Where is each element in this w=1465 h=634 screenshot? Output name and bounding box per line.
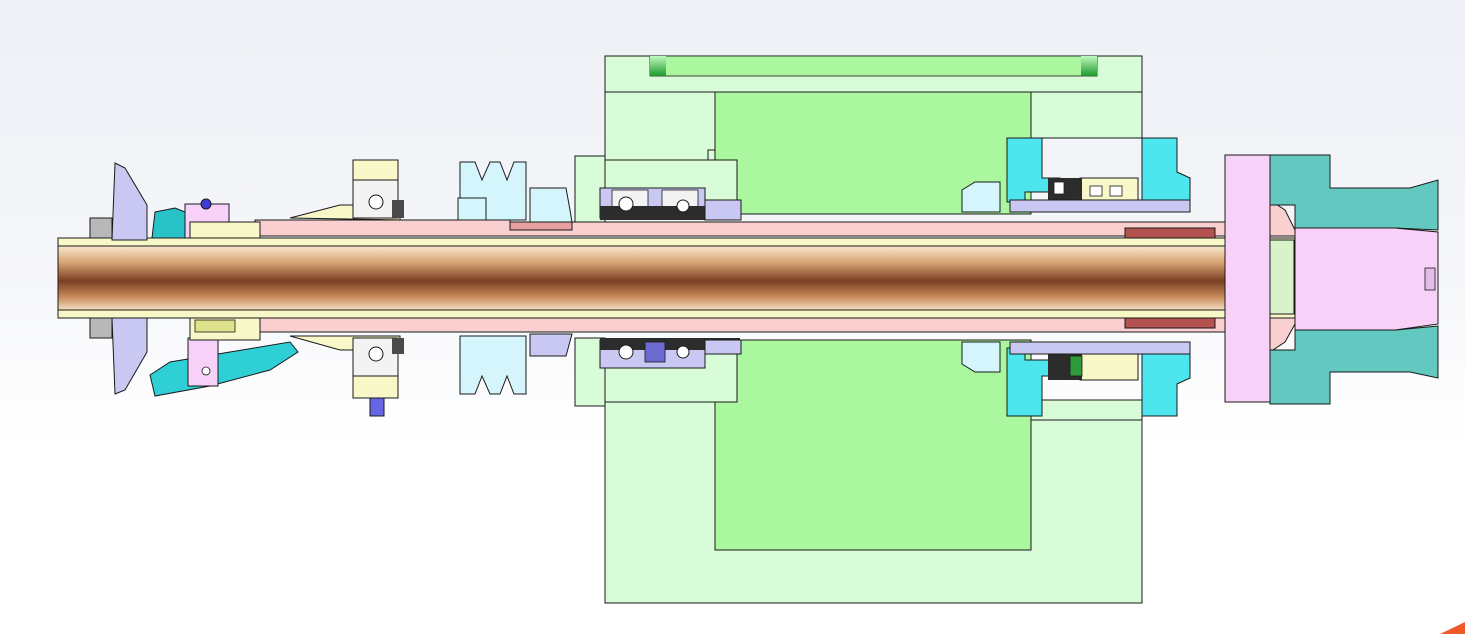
rear-bracket-pin xyxy=(200,198,212,210)
bearing-ball xyxy=(676,199,690,213)
housing-top-slot-right-shade xyxy=(1081,56,1097,76)
housing-top-slot xyxy=(649,55,1098,77)
housing-lower-core xyxy=(714,339,1032,551)
rear-sensor-bearing xyxy=(352,159,404,417)
chuck-collet-face xyxy=(1294,227,1439,331)
shaft-rear-insert-lower xyxy=(1124,317,1216,329)
chuck-body-lower xyxy=(1269,325,1439,405)
rear-nut-lower xyxy=(89,317,113,339)
rear-lever-plate xyxy=(111,162,148,241)
pulley-lower xyxy=(459,335,527,395)
rear-lever-plate-lower xyxy=(111,317,148,395)
bearing-ball xyxy=(368,194,384,210)
pulley-hub-lower xyxy=(529,333,573,357)
housing-lower xyxy=(604,339,1143,604)
rear-yellow-collar-upper xyxy=(189,221,261,239)
orange-corner-mark-icon xyxy=(1440,622,1465,634)
housing-upper xyxy=(604,55,1143,215)
sensor-probe xyxy=(369,397,385,417)
bearing-ball xyxy=(368,346,384,362)
left-bearing-lower xyxy=(574,337,742,407)
housing-upper-left-wall xyxy=(604,91,716,161)
right-bearing-upper xyxy=(961,137,1191,213)
chuck-body-upper xyxy=(1269,154,1439,231)
right-bearing-lower xyxy=(961,341,1191,417)
rear-nut-upper xyxy=(89,217,113,239)
housing-lower-right-step xyxy=(1030,399,1143,421)
drawbar-tube xyxy=(57,237,1299,319)
left-bearing-upper xyxy=(574,155,742,223)
front-chuck xyxy=(1224,154,1439,405)
chuck-flange xyxy=(1224,154,1271,403)
v-belt-pulley xyxy=(457,161,573,395)
housing-top-slot-left-shade xyxy=(650,56,666,76)
housing-upper-right-wall xyxy=(1030,91,1143,139)
pulley-hub-upper xyxy=(529,187,573,223)
shaft-key xyxy=(509,221,573,231)
bearing-ball xyxy=(676,345,690,359)
rear-cyan-latch-upper xyxy=(151,207,191,239)
bearing-ball xyxy=(618,196,634,212)
chuck-collet-slot xyxy=(1424,267,1436,291)
shaft-rear-insert-upper xyxy=(1124,227,1216,239)
rear-violet-bracket-lower xyxy=(187,337,219,387)
rear-bracket-hole xyxy=(201,366,211,376)
rear-cyan-latch-lower xyxy=(149,341,299,397)
drawbar-bore xyxy=(57,245,1274,311)
bearing-ball xyxy=(618,344,634,360)
rear-olive-bushing xyxy=(194,319,236,333)
drawbar-end-ring xyxy=(1267,239,1295,315)
